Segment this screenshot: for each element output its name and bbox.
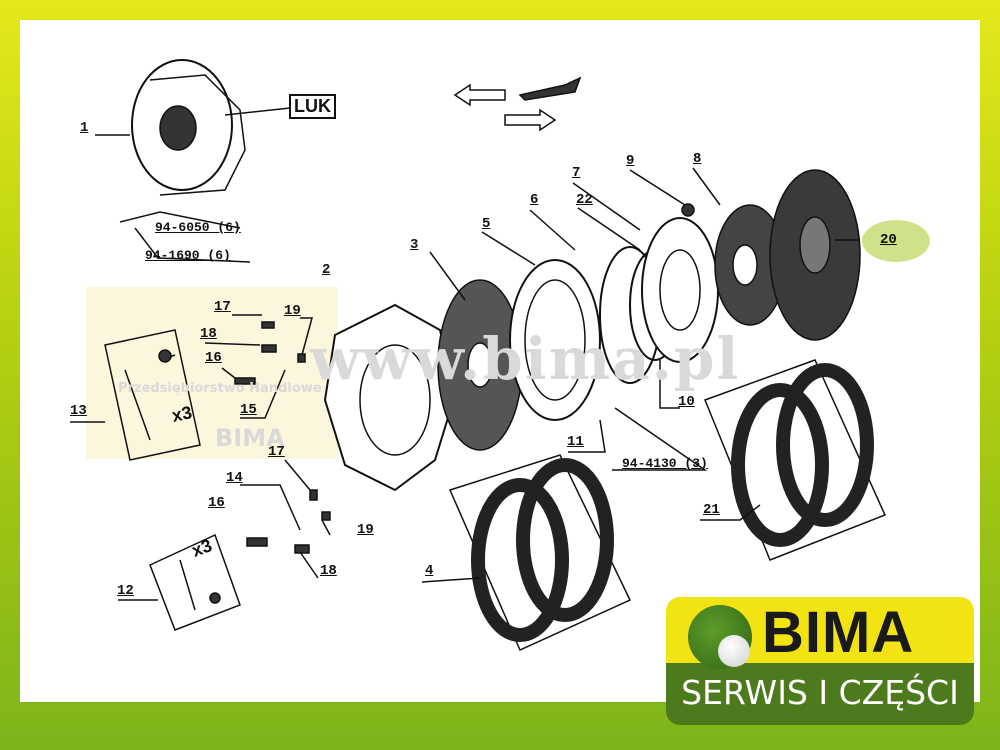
callout-13: 13 [70,403,87,419]
callout-18b: 18 [320,563,337,579]
logo-bottom-band [666,663,974,725]
callout-7: 7 [572,165,581,181]
callout-3: 3 [410,237,419,253]
leader-lines [119,211,251,263]
highlight-area [86,287,338,459]
part-ref-washer: 94-1690 (6) [145,248,231,263]
callout-4: 4 [425,563,434,579]
friction-linings-4 [448,454,632,651]
callout-17b: 17 [268,444,285,460]
callout-19a: 19 [284,303,301,319]
plate-inner [524,279,586,401]
callout-17a: 17 [214,299,231,315]
disc-20-hub [799,216,831,274]
callout-5: 5 [482,216,491,232]
callout-leaders [70,167,860,601]
callout-20-highlight [862,220,930,262]
manufacturer-label: LUK [289,94,336,119]
hub-disc-8 [714,204,786,326]
callout-8: 8 [693,151,702,167]
callout-10: 10 [678,394,695,410]
callout-19b: 19 [357,522,374,538]
direction-arrows [453,76,582,132]
callout-18a: 18 [200,326,217,342]
logo-white-ball-icon [718,635,750,667]
callout-20: 20 [880,232,897,248]
callout-1: 1 [80,120,89,136]
pressure-plate-assembly [95,59,291,196]
release-lever-12 [149,533,241,631]
callout-11: 11 [567,434,584,450]
bima-logo: BIMA SERWIS I CZĘŚCI [666,597,974,725]
logo-brand-name: BIMA [762,600,915,665]
callout-12: 12 [117,583,134,599]
callout-6: 6 [530,192,539,208]
callout-21: 21 [703,502,720,518]
part-ref-bolt: 94-6050 (6) [155,220,241,235]
callout-22: 22 [576,192,593,208]
logo-tagline: SERWIS I CZĘŚCI [681,673,959,712]
watermark-bima: BIMA [215,424,285,452]
watermark-url: www.bima.pl [310,325,741,393]
friction-linings-21 [704,359,887,561]
clutch-disc-3 [437,279,523,451]
small-parts [234,203,695,554]
part-ref-screw: 94-4130 (3) [622,456,708,471]
callout-9: 9 [626,153,635,169]
watermark-company: Przedsiębiorstwo Handlowe [118,381,322,396]
quantity-x3-13: x3 [170,402,194,426]
callout-2: 2 [322,262,331,278]
callout-15: 15 [240,402,257,418]
plate-7-inner [659,249,701,331]
callout-16b: 16 [208,495,225,511]
callout-16a: 16 [205,350,222,366]
clutch-housing [323,303,457,492]
release-lever-13 [104,329,201,461]
callout-14: 14 [226,470,243,486]
